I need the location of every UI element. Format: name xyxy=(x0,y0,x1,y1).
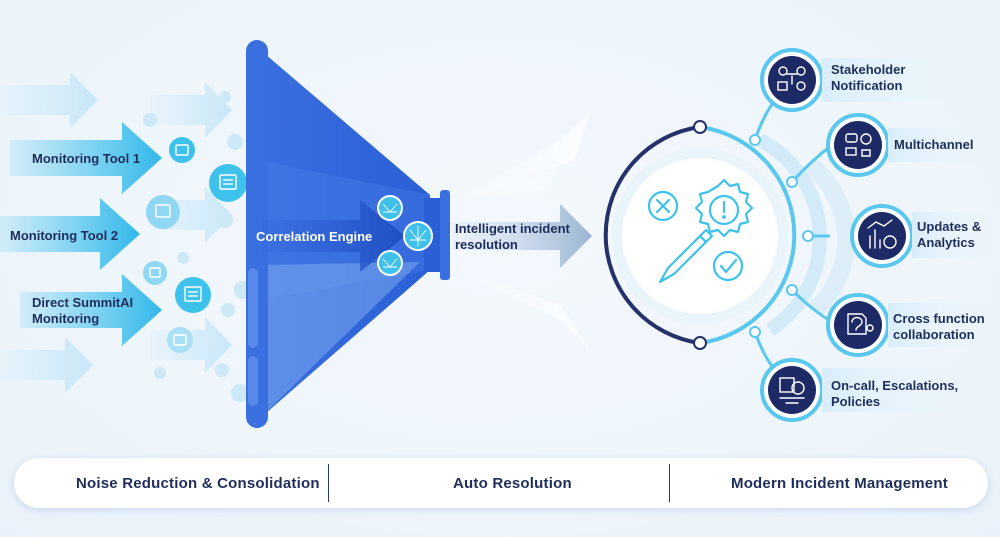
output-label-stakeholder: Stakeholder Notification xyxy=(831,62,905,94)
feature-auto-resolution: Auto Resolution xyxy=(453,458,572,508)
input-label-tool-1: Monitoring Tool 1 xyxy=(32,151,141,166)
resolution-arrow xyxy=(452,204,592,268)
multichannel-icon xyxy=(845,133,872,157)
incident-center-icon xyxy=(647,178,754,284)
output-label-multichannel: Multichannel xyxy=(894,137,973,153)
output-label-collaboration-line-1: Cross function xyxy=(893,311,985,326)
bar-divider-2 xyxy=(669,464,670,502)
output-label-policies-line-1: On-call, Escalations, xyxy=(831,378,959,393)
resolution-label-line-1: Intelligent incident xyxy=(455,221,570,236)
stakeholder-icon xyxy=(777,66,806,91)
resolution-label: Intelligent incident resolution xyxy=(455,221,570,253)
output-label-collaboration: Cross function collaboration xyxy=(893,311,985,343)
white-beams xyxy=(440,112,590,350)
output-label-analytics-line-2: Analytics xyxy=(917,235,975,250)
output-label-multichannel-line-1: Multichannel xyxy=(894,137,974,152)
output-label-stakeholder-line-1: Stakeholder xyxy=(831,62,906,77)
bottom-feature-bar: Noise Reduction & Consolidation Auto Res… xyxy=(14,458,988,508)
output-label-policies-line-2: Policies xyxy=(831,394,881,409)
feature-auto-resolution-label: Auto Resolution xyxy=(453,474,572,492)
output-label-stakeholder-line-2: Notification xyxy=(831,78,903,93)
bar-divider-1 xyxy=(328,464,329,502)
input-arrow-1 xyxy=(10,122,162,194)
neural-icons xyxy=(377,195,433,276)
feature-noise-reduction: Noise Reduction & Consolidation xyxy=(76,458,320,508)
input-arrow-3 xyxy=(20,274,162,346)
collaboration-icon xyxy=(847,313,874,335)
feature-modern-incident-label: Modern Incident Management xyxy=(731,474,948,492)
feature-modern-incident: Modern Incident Management xyxy=(731,458,948,508)
output-label-collaboration-line-2: collaboration xyxy=(893,327,975,342)
input-label-direct: Direct SummitAI Monitoring xyxy=(32,295,133,327)
engine-arrow xyxy=(262,200,405,272)
output-label-analytics-line-1: Updates & xyxy=(917,219,982,234)
input-label-direct-line-2: Monitoring xyxy=(32,311,100,326)
output-label-analytics: Updates & Analytics xyxy=(917,219,981,251)
analytics-icon xyxy=(867,219,897,249)
output-label-policies: On-call, Escalations, Policies xyxy=(831,378,958,410)
input-label-direct-line-1: Direct SummitAI xyxy=(32,295,134,310)
input-arrow-2 xyxy=(0,198,140,270)
resolution-label-line-2: resolution xyxy=(455,237,518,252)
feature-noise-reduction-label: Noise Reduction & Consolidation xyxy=(76,474,320,492)
floating-doc-icons xyxy=(143,91,252,402)
engine-label: Correlation Engine xyxy=(256,229,373,244)
input-label-tool-2: Monitoring Tool 2 xyxy=(10,228,119,243)
output-label-bars xyxy=(822,58,1000,412)
policies-icon xyxy=(779,377,805,404)
